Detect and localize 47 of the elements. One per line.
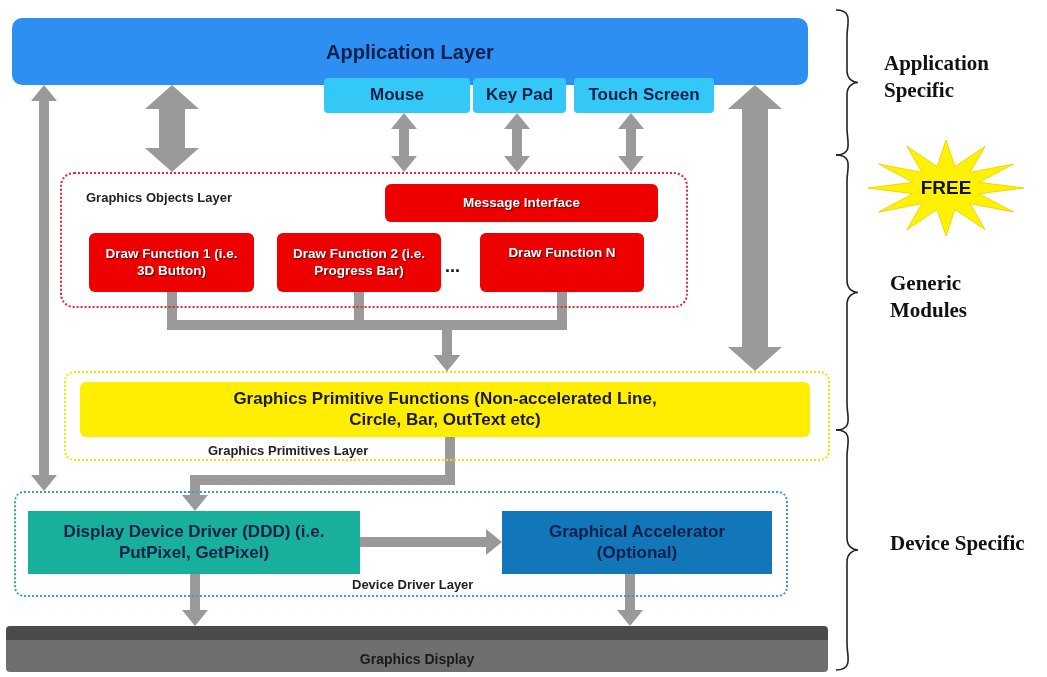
layer-label: Graphics Objects Layer — [86, 190, 232, 206]
input-device-box — [473, 78, 566, 113]
box-label: Graphical Accelerator (Optional) — [547, 522, 727, 563]
layer-group — [64, 371, 830, 461]
function-box — [89, 233, 254, 292]
arrow — [145, 85, 199, 172]
function-box — [385, 184, 658, 222]
function-box — [277, 233, 441, 292]
layer-group — [60, 172, 688, 308]
arrow — [182, 437, 455, 511]
arrow — [391, 113, 417, 172]
accelerator-box — [502, 511, 772, 574]
box-label: Message Interface — [461, 194, 582, 212]
section-label: Device Specific — [890, 530, 1026, 557]
arrow — [360, 529, 502, 555]
star-label: FREE — [919, 176, 973, 200]
box-label: Display Device Driver (DDD) (i.e. PutPixel, GetPixel) — [62, 522, 326, 563]
box-label: Application Layer — [325, 40, 495, 64]
arrow — [31, 85, 57, 491]
layer-label: Graphics Primitives Layer — [208, 443, 369, 459]
starburst — [866, 138, 1026, 238]
section-label: Application Specific — [884, 50, 991, 105]
arrow — [617, 574, 643, 626]
section-label: Generic Modules — [890, 270, 968, 325]
function-box — [480, 233, 644, 292]
arrow — [434, 292, 567, 371]
layer-label: Device Driver Layer — [352, 577, 474, 593]
box-label: Graphics Display — [358, 651, 476, 668]
box-label: Draw Function N — [507, 245, 617, 262]
input-device-box — [324, 78, 470, 113]
function-box — [80, 382, 810, 437]
box-label: Draw Function 1 (i.e. 3D Button) — [104, 246, 239, 279]
arrow — [504, 113, 530, 172]
box-label: Touch Screen — [587, 85, 701, 106]
arrow — [182, 574, 208, 626]
input-device-box — [574, 78, 714, 113]
layer-group — [14, 491, 788, 597]
driver-box — [28, 511, 360, 574]
box-label: Graphics Primitive Functions (Non-accelerated Line, Circle, Bar, OutText etc) — [232, 389, 658, 430]
layer-bar — [12, 18, 808, 85]
display-slab — [6, 626, 828, 672]
arrow — [728, 85, 782, 371]
box-label: Draw Function 2 (i.e. Progress Bar) — [292, 246, 426, 279]
arrow — [618, 113, 644, 172]
box-label: Key Pad — [484, 85, 555, 106]
box-label: Mouse — [369, 85, 425, 106]
ellipsis-label: ... — [445, 256, 460, 277]
